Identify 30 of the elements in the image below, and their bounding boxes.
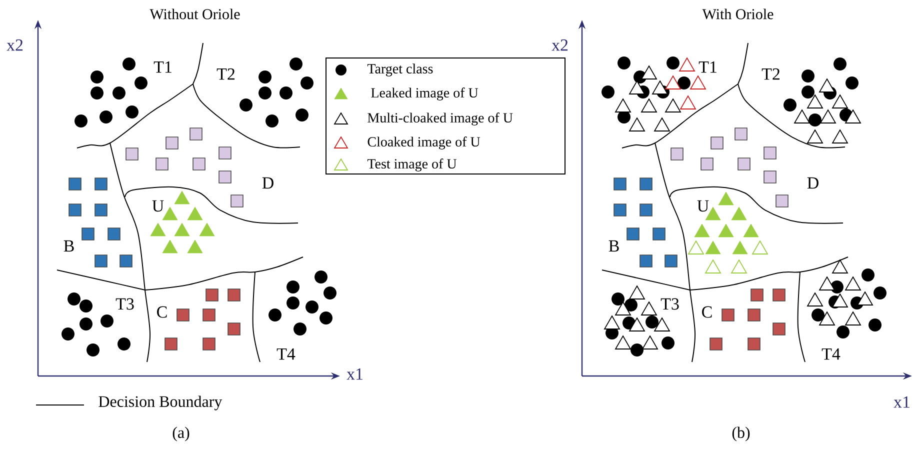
axis-label: x1 bbox=[346, 368, 362, 380]
axis-label: x1 bbox=[894, 396, 910, 408]
region-label: C bbox=[157, 306, 167, 318]
axis-label: x2 bbox=[6, 39, 23, 51]
panel-title: Without Oriole bbox=[150, 8, 240, 20]
region-label: U bbox=[152, 200, 164, 212]
legend-entry: Test image of U bbox=[367, 158, 457, 172]
region-label: D bbox=[262, 177, 274, 189]
panel-title: With Oriole bbox=[702, 8, 774, 20]
region-label: D bbox=[807, 177, 818, 189]
region-label: T4 bbox=[822, 348, 840, 360]
legend-entry: Multi-cloaked image of U bbox=[368, 112, 513, 126]
region-label: T3 bbox=[660, 298, 679, 310]
legend-entry: Leaked image of U bbox=[371, 88, 478, 100]
region-label: B bbox=[64, 240, 74, 252]
region-label: T1 bbox=[154, 61, 172, 73]
region-label: T2 bbox=[762, 68, 780, 80]
region-label: U bbox=[697, 200, 709, 212]
region-label: T1 bbox=[698, 61, 716, 73]
region-label: T3 bbox=[116, 298, 134, 310]
legend-entry: Cloaked image of U bbox=[368, 136, 480, 150]
panel-caption: (b) bbox=[732, 426, 750, 442]
region-label: C bbox=[702, 306, 712, 318]
axis-label: x2 bbox=[552, 39, 568, 51]
legend-entry: Decision Boundary bbox=[98, 396, 222, 410]
region-label: T2 bbox=[216, 68, 234, 80]
panel-caption: (a) bbox=[172, 426, 190, 442]
region-label: B bbox=[608, 240, 619, 252]
region-label: T4 bbox=[276, 348, 296, 360]
legend-entry: Target class bbox=[367, 64, 433, 76]
